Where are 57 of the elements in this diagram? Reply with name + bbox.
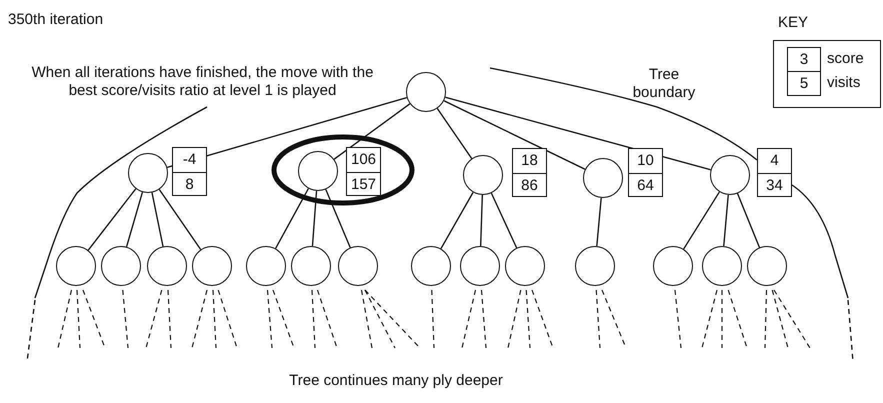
visit-count: 34 (765, 176, 784, 196)
tree-node-circle (406, 72, 446, 112)
tree-branch-line (480, 194, 483, 246)
tree-branch-line (440, 192, 474, 249)
score-value: -4 (173, 148, 206, 173)
score-value: 4 (758, 149, 791, 174)
tree-node-circle (101, 246, 141, 286)
key-visit-count: 5 (787, 71, 821, 96)
key-label: score (827, 49, 864, 69)
tree-branch-line (88, 188, 136, 251)
tree-node-circle (338, 246, 378, 286)
tree-branch-line (436, 108, 472, 159)
visit-count: 64 (636, 176, 655, 196)
tree-node-circle (147, 246, 187, 286)
score-value: 18 (513, 149, 546, 174)
footer-note: Tree continues many ply deeper (288, 372, 504, 390)
tree-branch-line (444, 100, 586, 170)
tree-node-circle (291, 246, 331, 286)
key-label: visits (827, 73, 860, 93)
tree-branch-line (158, 189, 202, 250)
tree-node-circle (411, 246, 451, 286)
tree-branch-line (312, 190, 318, 246)
tree-branch-line (596, 198, 602, 246)
key-heading: KEY (778, 14, 808, 32)
tree-branch-line (275, 188, 309, 249)
iteration-heading: 350th iteration (8, 11, 104, 29)
boundary-label: Tree boundary (632, 66, 696, 102)
tree-node-circle (702, 246, 742, 286)
score-value: 106 (347, 148, 380, 173)
tree-node-circle (192, 246, 232, 286)
note-text: When all iterations have finished, the move with the best score/visits ratio at level 1 is played (30, 64, 374, 100)
tree-node-circle (298, 151, 338, 191)
tree-branch-line (325, 189, 351, 248)
tree-node-circle (747, 246, 787, 286)
tree-node-circle (56, 246, 96, 286)
tree-branch-line (334, 103, 410, 160)
tree-node-circle (460, 246, 500, 286)
key-score-value: 3 (787, 47, 821, 72)
tree-node-circle (575, 246, 615, 286)
tree-branch-line (736, 193, 760, 248)
tree-branch-line (126, 192, 144, 247)
tree-branch-line (723, 194, 729, 246)
tree-branch-line (151, 192, 164, 247)
tree-node-circle (463, 155, 503, 195)
tree-node-circle (505, 246, 545, 286)
visit-count: 86 (520, 176, 539, 196)
tree-node-circle (710, 155, 750, 195)
tree-node-circle (583, 158, 623, 198)
visit-count: 8 (184, 175, 195, 195)
tree-node-circle (128, 153, 168, 193)
tree-branch-line (490, 192, 518, 248)
tree-node-circle (653, 246, 693, 286)
tree-branch-line (445, 96, 711, 170)
tree-node-circle (246, 246, 286, 286)
score-value: 10 (629, 149, 662, 174)
tree-branch-line (683, 192, 720, 250)
visit-count: 157 (350, 175, 378, 195)
